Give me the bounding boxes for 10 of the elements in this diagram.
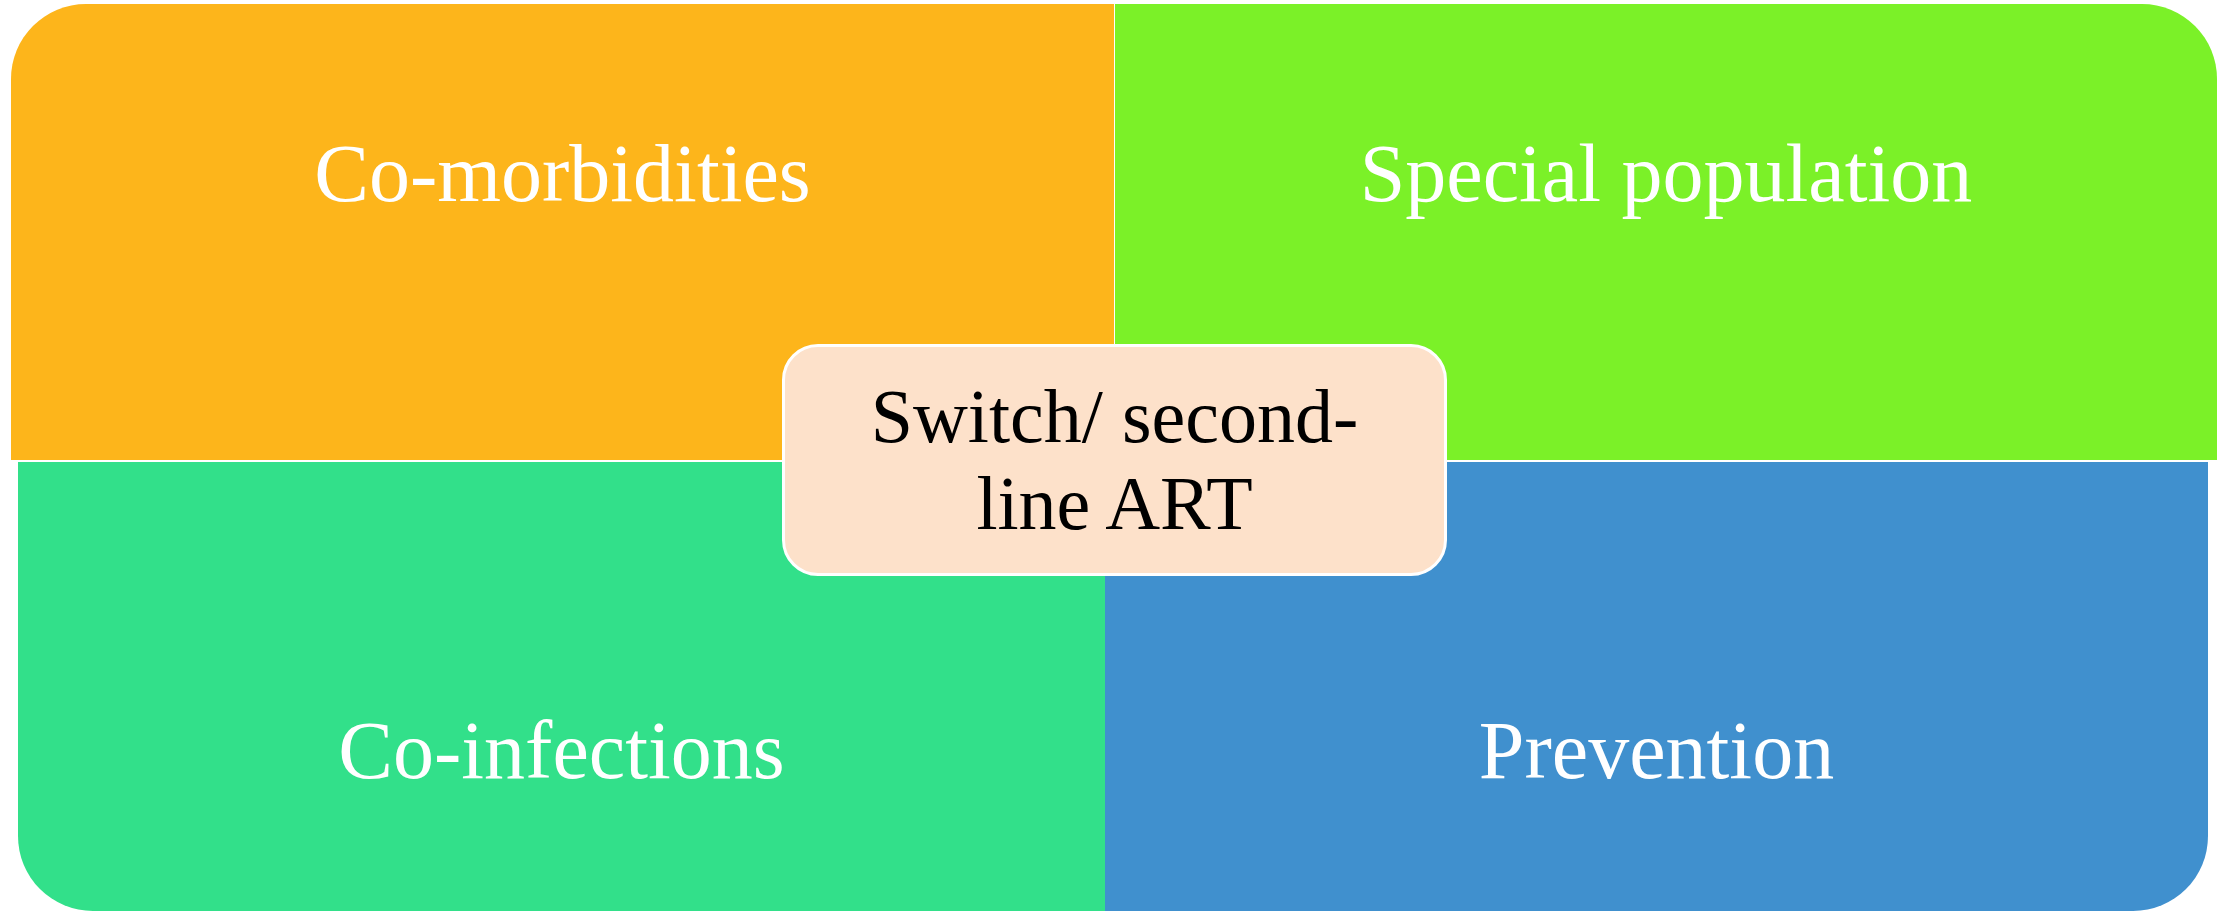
node-label: Prevention xyxy=(1478,705,1835,796)
quadrant-panel xyxy=(1115,4,2217,460)
node-label: Co-morbidities xyxy=(314,129,811,220)
quadrant-panel xyxy=(1105,462,2208,911)
node-label: Special population xyxy=(1359,129,1973,220)
center-box xyxy=(782,344,1447,576)
quadrant-panel xyxy=(11,4,1114,460)
quadrant-panel xyxy=(18,462,1105,911)
node-label: Co-infections xyxy=(338,705,785,796)
node-label: Switch/ second-line ART xyxy=(869,372,1360,547)
